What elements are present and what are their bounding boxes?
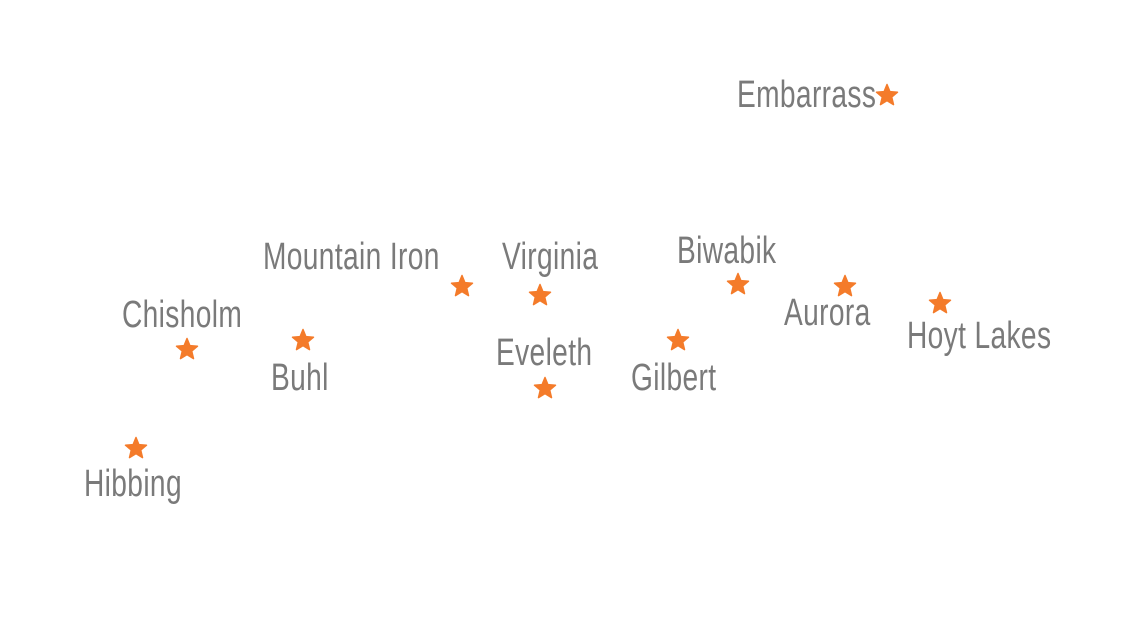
town-label: Gilbert: [631, 357, 717, 399]
town-label: Biwabik: [677, 230, 777, 272]
star-icon: [291, 328, 315, 351]
star-icon: [528, 283, 552, 306]
town-label: Virginia: [502, 236, 599, 278]
star-icon: [726, 272, 750, 295]
town-label: Embarrass: [737, 74, 877, 116]
star-icon: [875, 83, 899, 106]
star-icon: [928, 291, 952, 314]
star-icon: [833, 274, 857, 297]
star-icon: [124, 436, 148, 459]
star-icon: [450, 274, 474, 297]
town-label: Chisholm: [122, 294, 243, 336]
town-label: Eveleth: [496, 332, 593, 374]
town-label: Buhl: [271, 357, 329, 399]
town-label: Mountain Iron: [263, 236, 440, 278]
town-label: Hoyt Lakes: [907, 315, 1052, 357]
star-icon: [175, 337, 199, 360]
star-icon: [666, 328, 690, 351]
star-icon: [533, 376, 557, 399]
town-label: Aurora: [784, 292, 871, 334]
town-label: Hibbing: [84, 463, 182, 505]
